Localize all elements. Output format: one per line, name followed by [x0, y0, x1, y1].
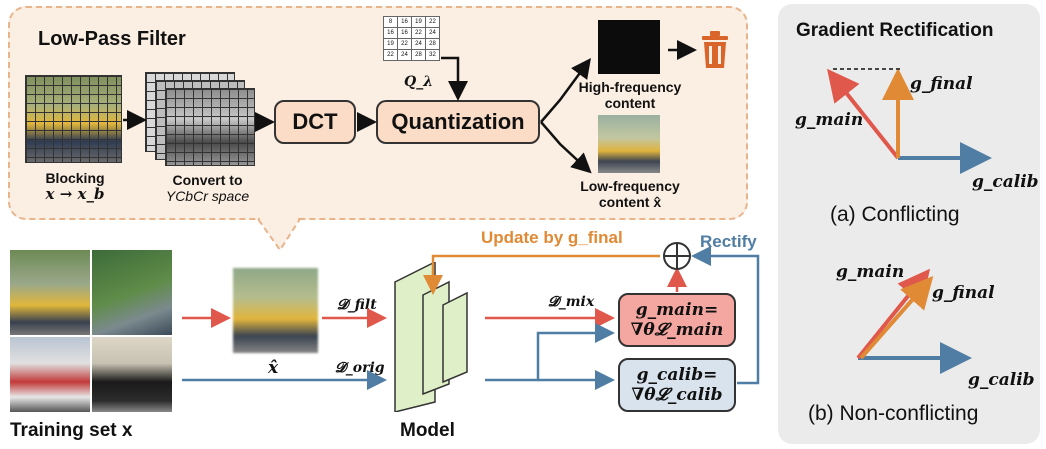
arrow-update: [423, 254, 660, 295]
low-frequency-label: Low-frequency: [580, 178, 680, 194]
arrow-mix-orig: [485, 323, 615, 382]
x-hat-image: [233, 268, 318, 353]
train-image-car-black: [92, 337, 172, 412]
gr-a-main-vector: [827, 68, 900, 160]
arrow-q-to-quant: [441, 56, 468, 101]
caption-non-conflicting: (b) Non-conflicting: [808, 402, 979, 425]
g-main-eq: g_main=: [635, 300, 719, 320]
convert-label: Convert to: [172, 172, 243, 188]
gr-a-g-calib: g_calib: [972, 172, 1039, 192]
g-main-box: g_main= ∇θ𝓛_main: [618, 293, 736, 347]
x-hat-label: x̂: [268, 358, 279, 378]
gr-b-g-main: g_main: [836, 262, 905, 282]
block-grid-overlay: [25, 75, 122, 163]
g-calib-grad: ∇θ𝓛_calib: [631, 385, 723, 405]
d-mix-label: 𝓓_mix: [548, 294, 595, 310]
quantization-box: Quantization: [376, 100, 540, 144]
gr-b-g-final: g_final: [932, 283, 995, 303]
q-table-cell: 16: [397, 27, 412, 39]
g-main-grad: ∇θ𝓛_main: [630, 320, 724, 340]
dct-label: DCT: [292, 109, 338, 134]
trash-icon: [700, 30, 730, 70]
d-filt-label: 𝓓_filt: [337, 297, 377, 313]
gr-b-main-vector: [856, 268, 931, 360]
gr-b-g-calib: g_calib: [968, 370, 1035, 390]
low-frequency-label-2: content x̂: [598, 194, 662, 210]
dct-box: DCT: [274, 100, 356, 144]
low-frequency-image: [598, 115, 660, 173]
train-image-car-green: [92, 250, 172, 335]
arrow-quant-to-high: [540, 57, 591, 123]
high-frequency-label-2: content: [604, 95, 656, 111]
gr-a-g-main: g_main: [795, 110, 864, 130]
q-table-cell: 32: [425, 49, 440, 61]
high-frequency-label: High-frequency: [578, 79, 682, 95]
rectify-label: Rectify: [700, 232, 757, 251]
model-icon: [375, 262, 485, 412]
lpf-title: Low-Pass Filter: [38, 28, 186, 50]
update-by-label: Update by g_final: [481, 228, 623, 247]
q-table-cell: 24: [397, 49, 412, 61]
model-label: Model: [400, 420, 455, 441]
g-calib-box: g_calib= ∇θ𝓛_calib: [618, 358, 736, 412]
arrow-rectify-loop: [691, 246, 760, 385]
train-image-car-red: [10, 337, 90, 412]
high-frequency-image: [598, 20, 660, 74]
blocking-math: x → x_b: [45, 185, 105, 203]
blocking-label: Blocking: [45, 170, 105, 186]
quantization-label: Quantization: [391, 109, 525, 134]
caption-conflicting: (a) Conflicting: [830, 203, 960, 226]
panel-pointer: [256, 218, 302, 252]
q-lambda-label: Q_λ: [404, 74, 434, 90]
gr-title: Gradient Rectification: [796, 20, 994, 41]
train-image-bus: [10, 250, 90, 335]
g-calib-eq: g_calib=: [636, 365, 718, 385]
gr-a-g-final: g_final: [910, 74, 973, 94]
arrow-quant-to-low: [540, 121, 592, 174]
ycbcr-grid-overlay: [165, 88, 255, 166]
training-set-label: Training set x: [10, 420, 133, 441]
gr-b-final-vector: [859, 275, 934, 360]
ycbcr-label: YCbCr space: [165, 188, 250, 204]
